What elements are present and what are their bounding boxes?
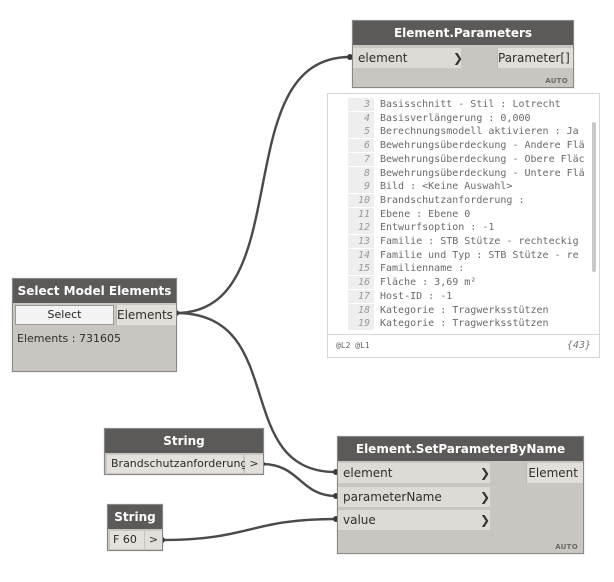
port-label: Elements — [117, 308, 173, 322]
list-value: Bewehrungsüberdeckung - Untere Flä — [380, 167, 585, 179]
wire-elements-to-setparameter — [174, 311, 338, 474]
watch-list-item: 3 Basisschnitt - Stil : Lotrecht — [328, 98, 588, 112]
list-index: 9 — [348, 180, 374, 194]
list-index: 19 — [348, 317, 374, 331]
list-value: Bewehrungsüberdeckung - Obere Fläc — [380, 153, 585, 165]
list-value: Brandschutzanforderung : — [380, 194, 525, 206]
node-title: Select Model Elements — [13, 279, 176, 303]
watch-list-item: 11 Ebene : Ebene 0 — [328, 207, 588, 222]
output-port-string[interactable]: > — [145, 531, 162, 549]
watch-list-item: 7 Bewehrungsüberdeckung - Obere Fläc — [328, 152, 588, 167]
watch-list-item: 19 Kategorie : Tragwerksstützen — [328, 317, 588, 331]
list-index: 11 — [348, 207, 374, 221]
string-node-value[interactable]: String F 60 > — [107, 504, 163, 551]
input-port-element[interactable]: element — [353, 48, 461, 68]
lacing-indicator[interactable]: AUTO — [555, 543, 578, 551]
item-count: {43} — [566, 340, 591, 351]
list-index: 3 — [348, 98, 374, 111]
wire-string-to-parametername — [260, 462, 338, 498]
list-value: Bewehrungsüberdeckung - Andere Flä — [380, 140, 585, 152]
list-index: 7 — [348, 152, 374, 166]
output-port-parameters[interactable]: Parameter[] — [497, 48, 573, 68]
input-port-value[interactable]: value — [338, 510, 490, 530]
list-index: 16 — [348, 276, 374, 290]
chevron-right-icon: ❯ — [480, 490, 491, 504]
list-value: Ebene : Ebene 0 — [380, 208, 471, 220]
watch-list-item: 12 Entwurfsoption : -1 — [328, 221, 588, 235]
watch-list-item: 8 Bewehrungsüberdeckung - Untere Flä — [328, 166, 588, 181]
chevron-right-icon: ❯ — [480, 466, 491, 480]
list-index: 5 — [348, 125, 374, 139]
set-parameter-by-name-node[interactable]: Element.SetParameterByName element ❯ par… — [337, 436, 584, 554]
watch-list-item: 17 Host-ID : -1 — [328, 289, 588, 304]
input-port-parametername[interactable]: parameterName — [338, 487, 490, 507]
wire-value-to-setparameter — [160, 517, 338, 542]
output-port-elements[interactable]: Elements — [116, 305, 176, 325]
string-node-parameter-name[interactable]: String Brandschutzanforderung > — [104, 428, 264, 475]
watch-list-item: 13 Familie : STB Stütze - rechteckig — [328, 235, 588, 249]
list-value: Familie und Typ : STB Stütze - re — [380, 249, 579, 261]
string-input[interactable]: Brandschutzanforderung — [107, 455, 247, 473]
list-value: Entwurfsoption : -1 — [380, 222, 495, 234]
list-value: Bild : <Keine Auswahl> — [380, 181, 513, 193]
port-label: parameterName — [343, 490, 442, 504]
list-index: 10 — [348, 193, 374, 207]
node-title: String — [108, 505, 162, 529]
string-input[interactable]: F 60 — [110, 531, 144, 549]
selection-status: Elements : 731605 — [17, 332, 121, 345]
list-value: Basisschnitt - Stil : Lotrecht — [380, 99, 561, 110]
list-index: 14 — [348, 248, 374, 262]
list-value: Kategorie : Tragwerksstützen — [380, 304, 549, 316]
list-index: 13 — [348, 235, 374, 248]
list-index: 17 — [348, 289, 374, 303]
list-value: Berechnungsmodell aktivieren : Ja — [380, 126, 579, 138]
port-label: value — [343, 513, 376, 527]
node-title: Element.Parameters — [353, 21, 573, 45]
watch-list-item: 6 Bewehrungsüberdeckung - Andere Flä — [328, 139, 588, 153]
list-index: 18 — [348, 303, 374, 317]
node-title: String — [105, 429, 263, 453]
port-label: element — [343, 466, 393, 480]
watch-list-item: 16 Fläche : 3,69 m² — [328, 276, 588, 290]
list-index: 8 — [348, 166, 374, 180]
wire-elements-to-parameters — [174, 55, 352, 315]
node-title: Element.SetParameterByName — [338, 437, 583, 461]
watch-list-item: 9 Bild : <Keine Auswahl> — [328, 180, 588, 194]
element-parameters-node[interactable]: Element.Parameters element ❯ Parameter[]… — [352, 20, 574, 88]
list-value: Host-ID : -1 — [380, 290, 453, 302]
lacing-indicator[interactable]: AUTO — [545, 77, 568, 85]
port-label: element — [358, 51, 408, 65]
watch-list-item: 4 Basisverlängerung : 0,000 — [328, 111, 588, 126]
watch-list-item: 18 Kategorie : Tragwerksstützen — [328, 303, 588, 318]
input-port-element[interactable]: element — [338, 463, 490, 483]
output-port-element[interactable]: Element — [526, 463, 583, 483]
list-index: 6 — [348, 139, 374, 153]
list-value: Familie : STB Stütze - rechteckig — [380, 236, 579, 247]
watch-list-item: 14 Familie und Typ : STB Stütze - re — [328, 248, 588, 263]
watch-list-item: 15 Familienname : — [328, 262, 588, 276]
chevron-right-icon: ❯ — [480, 513, 491, 527]
port-label: Parameter[] — [498, 51, 570, 65]
list-value: Basisverlängerung : 0,000 — [380, 112, 531, 124]
watch-preview[interactable]: 3 Basisschnitt - Stil : Lotrecht 4 Basisver… — [327, 93, 600, 358]
watch-list-item: 10 Brandschutzanforderung : — [328, 193, 588, 208]
list-index: 12 — [348, 221, 374, 235]
watch-list-item: 5 Berechnungsmodell aktivieren : Ja — [328, 125, 588, 139]
list-levels: @L2 @L1 — [336, 341, 370, 350]
list-index: 4 — [348, 111, 374, 125]
chevron-right-icon: ❯ — [453, 51, 464, 65]
output-port-string[interactable]: > — [245, 455, 263, 473]
watch-footer: @L2 @L1 {43} — [328, 334, 599, 357]
list-value: Fläche : 3,69 m² — [380, 277, 477, 289]
scrollbar[interactable] — [592, 122, 596, 272]
list-value: Kategorie : Tragwerksstützen — [380, 318, 549, 330]
select-button[interactable]: Select — [15, 305, 114, 325]
list-value: Familienname : — [380, 263, 465, 275]
port-label: Element — [528, 466, 578, 480]
list-index: 15 — [348, 262, 374, 276]
watch-list: 3 Basisschnitt - Stil : Lotrecht 4 Basisver… — [328, 98, 599, 332]
select-model-elements-node[interactable]: Select Model Elements Select Elements El… — [12, 278, 177, 372]
